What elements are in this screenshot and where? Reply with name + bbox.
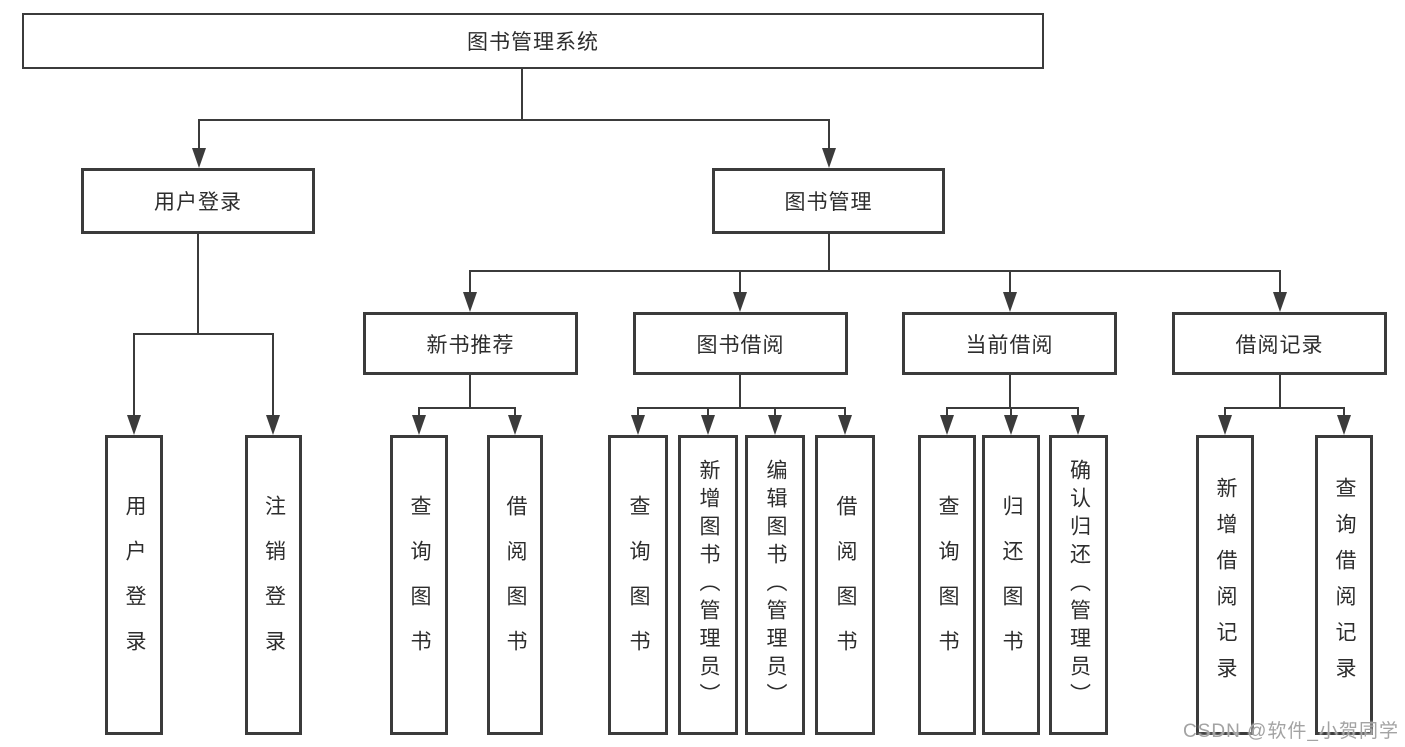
edge-records-stem <box>1279 375 1281 409</box>
leaf-borrow-books-1-label: 借阅图书 <box>504 495 527 675</box>
node-borrow-records-label: 借阅记录 <box>1235 333 1324 357</box>
edge-book-mgmt-bar <box>469 270 1281 272</box>
arrowhead-user-login <box>192 148 206 168</box>
leaf-add-borrow-record-label: 新增借阅记录 <box>1214 477 1237 693</box>
leaf-add-book-admin-label: 新增图书（管理员） <box>697 459 720 711</box>
edge-to-book-borrow <box>739 270 741 294</box>
edge-to-borrow2 <box>844 407 846 419</box>
arrowhead-add-record <box>1218 415 1232 435</box>
edge-to-new-book-recommend <box>469 270 471 294</box>
edge-to-add-book <box>707 407 709 419</box>
edge-to-confirm-return <box>1077 407 1079 419</box>
node-new-book-recommend-label: 新书推荐 <box>426 333 515 357</box>
node-new-book-recommend: 新书推荐 <box>363 312 578 375</box>
arrowhead-current-borrow <box>1003 292 1017 312</box>
edge-current-stem <box>1009 375 1011 409</box>
arrowhead-leaf-user-login <box>127 415 141 435</box>
leaf-user-login: 用户登录 <box>105 435 163 735</box>
arrowhead-borrow-records <box>1273 292 1287 312</box>
leaf-borrow-books-2-label: 借阅图书 <box>834 495 857 675</box>
node-book-borrow-label: 图书借阅 <box>696 333 785 357</box>
leaf-query-books-2-label: 查询图书 <box>627 495 650 675</box>
leaf-query-borrow-record: 查询借阅记录 <box>1315 435 1373 735</box>
leaf-query-books-3-label: 查询图书 <box>936 495 959 675</box>
leaf-user-login-label: 用户登录 <box>123 495 146 675</box>
leaf-return-book: 归还图书 <box>982 435 1040 735</box>
arrowhead-new-book-recommend <box>463 292 477 312</box>
edge-to-add-record <box>1224 407 1226 419</box>
leaf-logout: 注销登录 <box>245 435 302 735</box>
edge-current-bar <box>946 407 1079 409</box>
leaf-confirm-return-admin-label: 确认归还（管理员） <box>1067 459 1091 711</box>
arrowhead-query1 <box>412 415 426 435</box>
edge-root-bar <box>198 119 830 121</box>
edge-borrowmod-stem <box>739 375 741 409</box>
edge-to-book-management <box>828 119 830 152</box>
edge-to-query1 <box>418 407 420 419</box>
leaf-query-books-1: 查询图书 <box>390 435 448 735</box>
arrowhead-book-borrow <box>733 292 747 312</box>
edge-to-return-book <box>1010 407 1012 419</box>
arrowhead-return-book <box>1004 415 1018 435</box>
edge-to-leaf-logout <box>272 333 274 417</box>
edge-borrowmod-bar <box>637 407 846 409</box>
leaf-query-books-2: 查询图书 <box>608 435 668 735</box>
edge-to-query3 <box>946 407 948 419</box>
node-book-borrow: 图书借阅 <box>633 312 848 375</box>
arrowhead-query3 <box>940 415 954 435</box>
arrowhead-edit-book <box>768 415 782 435</box>
node-root-label: 图书管理系统 <box>467 31 599 54</box>
edge-to-query-record <box>1343 407 1345 419</box>
arrowhead-confirm-return <box>1071 415 1085 435</box>
arrowhead-book-management <box>822 148 836 168</box>
leaf-query-borrow-record-label: 查询借阅记录 <box>1333 477 1356 693</box>
arrowhead-borrow1 <box>508 415 522 435</box>
node-borrow-records: 借阅记录 <box>1172 312 1387 375</box>
leaf-query-books-1-label: 查询图书 <box>408 495 431 675</box>
edge-to-user-login <box>198 119 200 152</box>
node-user-login-label: 用户登录 <box>154 191 242 214</box>
node-current-borrow-label: 当前借阅 <box>965 333 1054 357</box>
node-user-login: 用户登录 <box>81 168 315 234</box>
edge-to-current-borrow <box>1009 270 1011 294</box>
arrowhead-query2 <box>631 415 645 435</box>
arrowhead-add-book <box>701 415 715 435</box>
edge-to-borrow1 <box>514 407 516 419</box>
arrowhead-leaf-logout <box>266 415 280 435</box>
leaf-borrow-books-2: 借阅图书 <box>815 435 875 735</box>
leaf-borrow-books-1: 借阅图书 <box>487 435 543 735</box>
edge-root-stem <box>521 68 523 121</box>
edge-to-borrow-records <box>1279 270 1281 294</box>
leaf-logout-label: 注销登录 <box>262 495 286 675</box>
leaf-add-borrow-record: 新增借阅记录 <box>1196 435 1254 735</box>
edge-to-edit-book <box>774 407 776 419</box>
node-book-management-label: 图书管理 <box>784 191 873 214</box>
edge-user-login-stem <box>197 234 199 335</box>
edge-records-bar <box>1224 407 1344 409</box>
edge-book-mgmt-stem <box>828 234 830 272</box>
leaf-confirm-return-admin: 确认归还（管理员） <box>1049 435 1108 735</box>
node-book-management: 图书管理 <box>712 168 945 234</box>
edge-to-leaf-user-login <box>133 333 135 417</box>
edge-recommend-bar <box>418 407 516 409</box>
leaf-edit-book-admin: 编辑图书（管理员） <box>745 435 805 735</box>
edge-to-query2 <box>637 407 639 419</box>
csdn-watermark: CSDN @软件_小贺同学 <box>1183 721 1399 742</box>
arrowhead-borrow2 <box>838 415 852 435</box>
node-current-borrow: 当前借阅 <box>902 312 1117 375</box>
edge-recommend-stem <box>469 375 471 409</box>
leaf-return-book-label: 归还图书 <box>1000 495 1023 675</box>
leaf-add-book-admin: 新增图书（管理员） <box>678 435 738 735</box>
arrowhead-query-record <box>1337 415 1351 435</box>
edge-user-login-bar <box>133 333 274 335</box>
leaf-edit-book-admin-label: 编辑图书（管理员） <box>764 459 787 711</box>
node-root: 图书管理系统 <box>22 13 1044 69</box>
leaf-query-books-3: 查询图书 <box>918 435 976 735</box>
